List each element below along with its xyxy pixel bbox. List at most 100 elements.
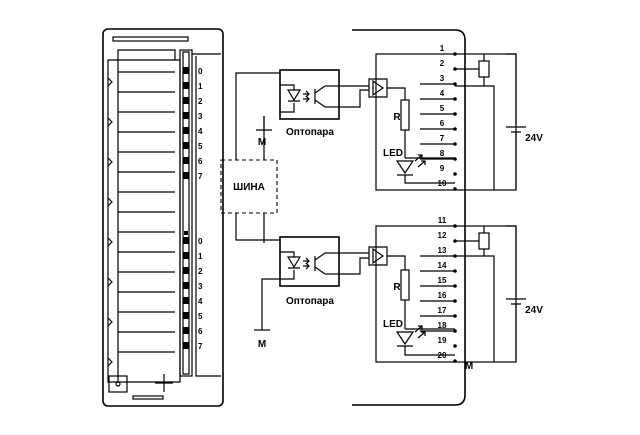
resistor-2 xyxy=(400,269,410,301)
terminal-number: 9 xyxy=(440,164,445,173)
terminal-notch xyxy=(107,77,113,87)
terminal-notch xyxy=(107,317,113,327)
terminal-notch xyxy=(107,197,113,207)
bit-label: 0 xyxy=(198,237,203,246)
terminal-notch xyxy=(107,157,113,167)
module-outer-frame xyxy=(102,28,224,407)
led-2-label: LED xyxy=(383,319,403,330)
battery-1 xyxy=(506,53,526,190)
terminal-number: 6 xyxy=(440,119,445,128)
optocoupler-2-box xyxy=(279,236,340,287)
led-indicator xyxy=(183,312,189,319)
terminal-dot xyxy=(453,224,457,228)
bit-label: 7 xyxy=(198,172,203,181)
led-indicator xyxy=(183,237,189,244)
terminal-dot xyxy=(453,344,457,348)
led-indicator xyxy=(183,327,189,334)
terminal-number: 7 xyxy=(440,134,445,143)
bit-label: 0 xyxy=(198,67,203,76)
ground-1-label: M xyxy=(258,137,266,148)
terminal-number: 13 xyxy=(438,246,447,255)
resistor-2-label: R xyxy=(393,282,401,293)
led-1-label: LED xyxy=(383,148,403,159)
led-indicator xyxy=(183,267,189,274)
resistor-1 xyxy=(400,99,410,131)
terminal-number: 20 xyxy=(438,351,447,360)
optocoupler-1-box xyxy=(279,69,340,120)
terminal-number: 11 xyxy=(438,216,447,225)
led-indicator xyxy=(183,142,189,149)
bit-label: 5 xyxy=(198,142,203,151)
bit-label: 2 xyxy=(198,267,203,276)
terminal-number: 1 xyxy=(440,44,445,53)
terminal-number: 8 xyxy=(440,149,445,158)
terminal-notch xyxy=(107,117,113,127)
terminal-dot xyxy=(453,239,457,243)
bit-label: 3 xyxy=(198,282,203,291)
optocoupler-1-label: Оптопара xyxy=(286,127,334,138)
opto-1-diode xyxy=(286,89,302,102)
led-indicator xyxy=(183,342,189,349)
module-top-slot xyxy=(112,36,189,42)
terminal-number: 16 xyxy=(438,291,447,300)
terminal-number: 3 xyxy=(440,74,445,83)
terminal-notch xyxy=(107,237,113,247)
voltage-1-label: 24V xyxy=(525,133,543,144)
optocoupler-1: M Оптопара xyxy=(256,69,340,148)
bit-label: 5 xyxy=(198,312,203,321)
led-indicators xyxy=(183,67,189,349)
led-indicator xyxy=(183,67,189,74)
terminal-notch xyxy=(107,357,113,367)
terminal-number: 4 xyxy=(440,89,445,98)
terminal-number: 10 xyxy=(438,179,447,188)
optocoupler-2: M Оптопара xyxy=(254,236,340,350)
module-screw xyxy=(108,375,128,393)
terminal-number: 15 xyxy=(438,276,447,285)
bus-label: ШИНА xyxy=(233,182,265,193)
terminal-dot xyxy=(453,67,457,71)
bit-label: 2 xyxy=(198,97,203,106)
terminal-number: 17 xyxy=(438,306,447,315)
led-1 xyxy=(395,160,415,176)
terminal-dot xyxy=(453,172,457,176)
terminal-number: 19 xyxy=(438,336,447,345)
terminal-dot xyxy=(453,52,457,56)
led-indicator xyxy=(183,297,189,304)
led-strip xyxy=(179,49,193,377)
led-indicator xyxy=(183,127,189,134)
led-strip-inner xyxy=(182,51,190,375)
bit-label: 1 xyxy=(198,252,203,261)
terminal-number: 18 xyxy=(438,321,447,330)
opto-2-transistor xyxy=(314,252,326,275)
bit-label: 4 xyxy=(198,297,203,306)
bit-label: 3 xyxy=(198,112,203,121)
opto-1-transistor xyxy=(314,85,326,108)
module-cross-mark xyxy=(155,374,173,392)
ground-1 xyxy=(256,116,272,131)
led-indicator xyxy=(183,157,189,164)
module-bottom-slot xyxy=(132,395,164,400)
led-indicator xyxy=(183,252,189,259)
opto-2-diode xyxy=(286,256,302,269)
bit-label: 7 xyxy=(198,342,203,351)
terminal-number: 14 xyxy=(438,261,447,270)
bit-label: 6 xyxy=(198,327,203,336)
battery-2 xyxy=(506,225,526,362)
bus-block: ШИНА xyxy=(220,72,280,243)
module-boundary xyxy=(352,29,466,406)
led-indicator xyxy=(183,82,189,89)
led-indicator xyxy=(183,97,189,104)
terminal-number: 2 xyxy=(440,59,445,68)
bus-box xyxy=(220,159,278,214)
led-2 xyxy=(395,331,415,347)
bit-label: 4 xyxy=(198,127,203,136)
relay-2 xyxy=(478,232,490,250)
common-m-label: M xyxy=(465,361,473,372)
